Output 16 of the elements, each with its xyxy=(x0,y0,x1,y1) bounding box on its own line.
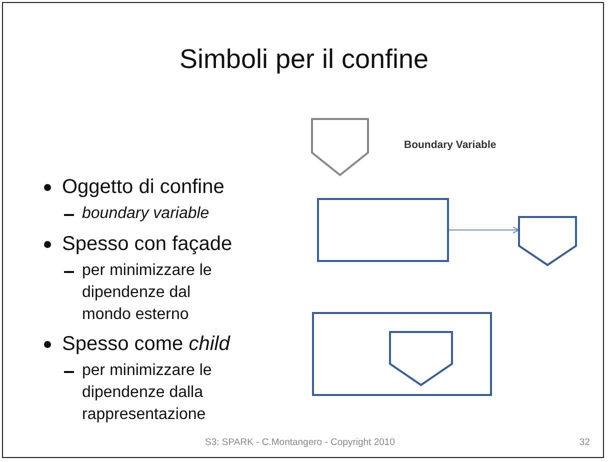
sub-bullet-text: per minimizzare le dipendenze dal mondo esterno xyxy=(82,261,213,325)
bullet-text: Oggetto di confine xyxy=(62,175,226,199)
bullet-text: Spesso con façade xyxy=(62,232,234,256)
sub-bullet-text: per minimizzare le dipendenze dalla rappresentazione xyxy=(82,361,213,425)
rectangle-shape xyxy=(318,199,448,261)
arrow xyxy=(448,226,520,234)
pentagon-shape xyxy=(390,332,452,385)
pentagon-shape xyxy=(312,119,368,175)
rectangle-shape xyxy=(313,313,491,395)
pentagon-shape xyxy=(519,217,576,265)
sub-bullet-text: boundary variable xyxy=(82,204,210,224)
symbol-caption: Boundary Variable xyxy=(404,139,496,151)
bullet-text: Spesso come child xyxy=(62,332,232,356)
page-number: 32 xyxy=(578,437,590,448)
slide-title: Simboli per il confine xyxy=(178,44,430,75)
footer-text: S3: SPARK - C.Montangero - Copyright 2010 xyxy=(204,437,396,448)
